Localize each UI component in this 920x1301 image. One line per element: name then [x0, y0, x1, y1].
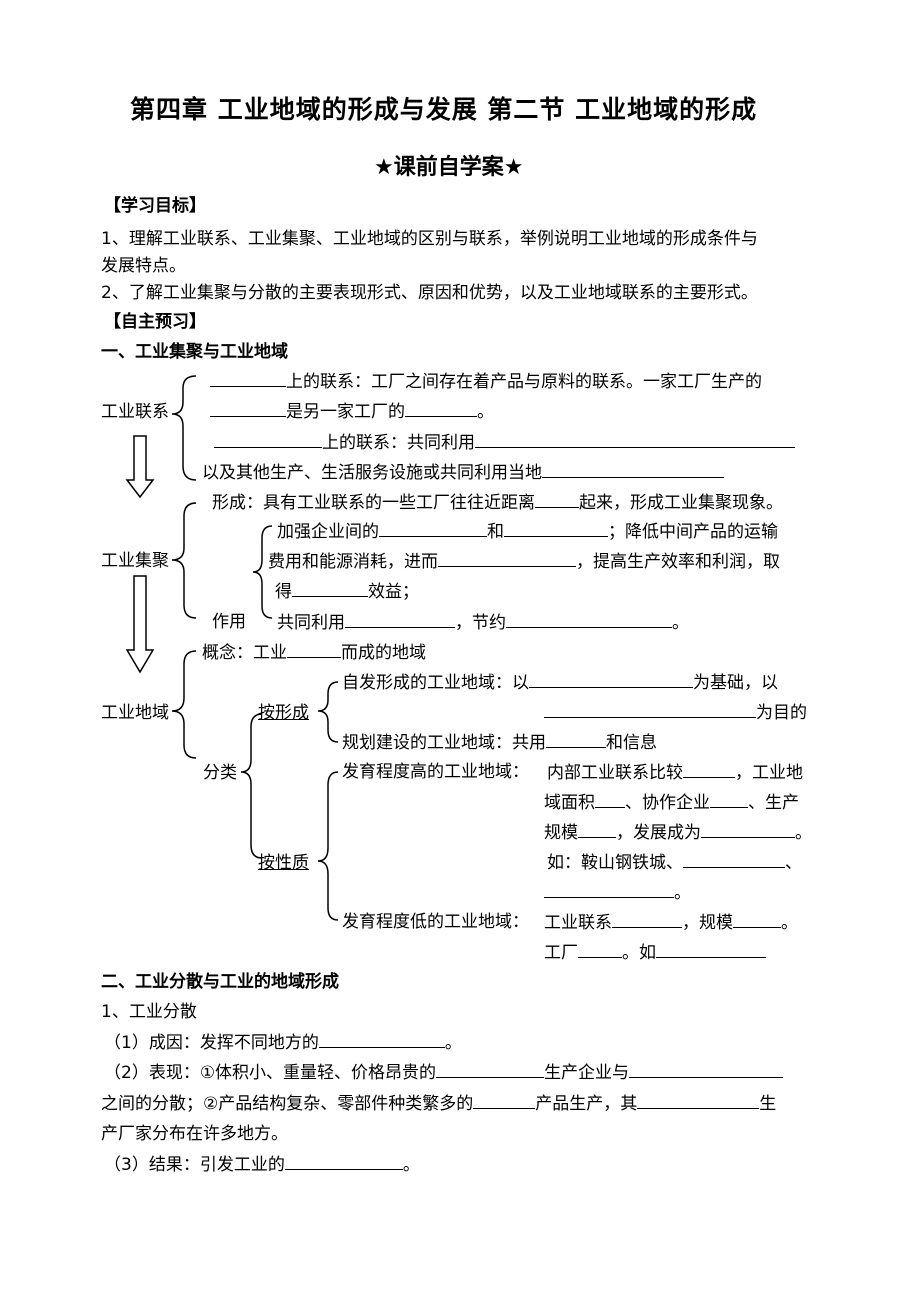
fill-blank[interactable]: [504, 520, 608, 537]
by-nature-label: 按性质: [258, 853, 309, 873]
low-line-1: 工业联系，规模。: [544, 911, 798, 933]
role-line-3: 得效益；: [275, 580, 419, 602]
brace-formation: [317, 681, 339, 743]
fill-blank[interactable]: [405, 400, 477, 417]
agglomeration-label: 工业集聚: [101, 551, 169, 571]
classify-label: 分类: [203, 763, 237, 783]
dispersal-performance-1: （2）表现：①体积小、重量轻、价格昂贵的生产企业与: [104, 1061, 784, 1084]
high-line-1: 内部工业联系比较，工业地: [547, 761, 803, 783]
fill-blank[interactable]: [595, 791, 625, 808]
fill-blank[interactable]: [475, 431, 795, 448]
fill-blank[interactable]: [436, 1061, 545, 1078]
brace-role: [252, 525, 273, 619]
page-subtitle: ★课前自学案★: [374, 155, 524, 180]
linkage-line-1: 上的联系：工厂之间存在着产品与原料的联系。一家工厂生产的: [210, 370, 762, 393]
high-line-3: 规模，发展成为。: [544, 821, 812, 843]
linkage-line-3: 上的联系：共同利用: [214, 431, 795, 454]
fill-blank[interactable]: [546, 731, 606, 748]
preview-heading: 【自主预习】: [104, 312, 206, 332]
linkage-label: 工业联系: [101, 402, 169, 422]
fill-blank[interactable]: [379, 520, 487, 537]
fill-blank[interactable]: [210, 370, 286, 387]
section-1-title: 一、工业集聚与工业地域: [101, 342, 288, 362]
role-label: 作用: [212, 612, 246, 632]
region-label: 工业地域: [101, 703, 169, 723]
brace-agglomeration: [171, 502, 197, 619]
dispersal-cause: （1）成因：发挥不同地方的。: [104, 1031, 462, 1053]
low-development-label: 发育程度低的工业地域：: [342, 912, 529, 932]
fill-blank[interactable]: [292, 580, 368, 597]
fill-blank[interactable]: [438, 550, 576, 567]
dispersal-title: 1、工业分散: [101, 1002, 197, 1022]
fill-blank[interactable]: [637, 1092, 760, 1109]
fill-blank[interactable]: [473, 1092, 536, 1109]
spontaneous-line-1: 自发形成的工业地域：以为基础，以: [342, 671, 778, 693]
role-line-1: 加强企业间的和；降低中间产品的运输: [277, 520, 778, 542]
role-line-2: 费用和能源消耗，进而，提高生产效率和利润，取: [268, 550, 780, 572]
fill-blank[interactable]: [535, 491, 579, 508]
fill-blank[interactable]: [318, 1031, 445, 1048]
objectives-heading: 【学习目标】: [104, 196, 206, 216]
dispersal-result: （3）结果：引发工业的。: [104, 1153, 420, 1175]
fill-blank[interactable]: [284, 1153, 403, 1170]
fill-blank[interactable]: [210, 400, 286, 417]
arrow-down-icon: [125, 575, 155, 674]
dispersal-performance-2: 之间的分散；②产品结构复杂、零部件种类繁多的产品生产，其生: [101, 1092, 777, 1114]
fill-blank[interactable]: [214, 431, 322, 448]
brace-region: [171, 650, 197, 759]
brace-linkage: [171, 375, 197, 481]
fill-blank[interactable]: [733, 911, 781, 928]
fill-blank[interactable]: [578, 821, 616, 838]
brace-nature: [317, 771, 339, 921]
linkage-line-2: 是另一家工厂的。: [210, 400, 494, 423]
fill-blank[interactable]: [612, 911, 682, 928]
objective-1-line2: 发展特点。: [101, 256, 186, 276]
fill-blank[interactable]: [544, 881, 674, 898]
fill-blank[interactable]: [710, 791, 748, 808]
fill-blank[interactable]: [287, 641, 341, 658]
by-formation-label: 按形成: [258, 703, 309, 723]
fill-blank[interactable]: [529, 671, 693, 688]
high-line-5: 。: [544, 881, 691, 904]
linkage-line-4: 以及其他生产、生活服务设施或共同利用当地: [202, 461, 724, 484]
fill-blank[interactable]: [345, 611, 455, 628]
arrow-down-icon: [125, 435, 155, 499]
spontaneous-line-2: 为目的: [544, 701, 807, 724]
agglomeration-formation: 形成：具有工业联系的一些工厂往往近距离起来，形成工业集聚现象。: [212, 491, 783, 513]
objective-1-line1: 1、理解工业联系、工业集聚、工业地域的区别与联系，举例说明工业地域的形成条件与: [101, 229, 758, 249]
fill-blank[interactable]: [629, 1061, 784, 1078]
low-line-2: 工厂。如: [544, 941, 766, 964]
objective-2: 2、了解工业集聚与分散的主要表现形式、原因和优势，以及工业地域联系的主要形式。: [101, 283, 758, 303]
page-title: 第四章 工业地域的形成与发展 第二节 工业地域的形成: [130, 95, 758, 124]
fill-blank[interactable]: [544, 701, 756, 718]
dispersal-performance-3: 产厂家分布在许多地方。: [101, 1124, 288, 1144]
fill-blank[interactable]: [701, 821, 795, 838]
fill-blank[interactable]: [683, 851, 785, 868]
region-concept: 概念：工业而成的地域: [202, 641, 426, 663]
high-line-2: 域面积、协作企业、生产: [544, 791, 799, 813]
brace-classify: [240, 713, 263, 859]
high-line-4: 如：鞍山钢铁城、、: [547, 851, 802, 873]
high-development-label: 发育程度高的工业地域：: [342, 762, 529, 782]
fill-blank[interactable]: [506, 611, 672, 628]
role-line-4: 共同利用，节约。: [277, 611, 689, 633]
fill-blank[interactable]: [683, 761, 735, 778]
fill-blank[interactable]: [542, 461, 724, 478]
fill-blank[interactable]: [656, 941, 766, 958]
section-2-title: 二、工业分散与工业的地域形成: [101, 972, 339, 992]
planned-line: 规划建设的工业地域：共用和信息: [342, 731, 657, 753]
fill-blank[interactable]: [578, 941, 622, 958]
